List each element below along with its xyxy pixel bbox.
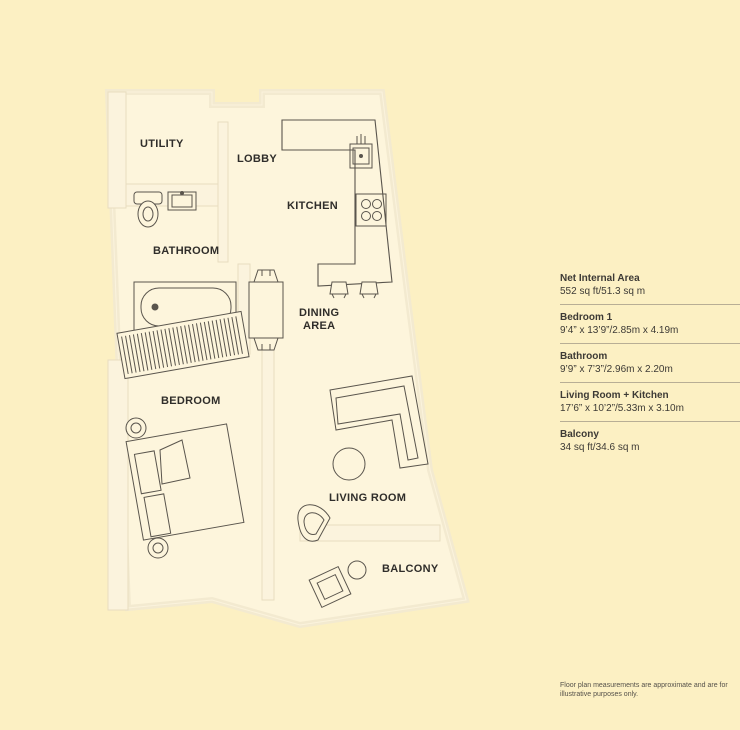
wardrobe-hanger-line [227, 317, 236, 356]
bedside-table-top [125, 417, 147, 439]
area-legend: Net Internal Area 552 sq ft/51.3 sq m Be… [560, 266, 740, 460]
kitchen-sink [349, 134, 373, 169]
room-label-bathroom: BATHROOM [153, 245, 219, 257]
wardrobe-hanger-line [231, 316, 239, 355]
wardrobe-hanger-line [156, 330, 165, 368]
legend-row-net-internal-area: Net Internal Area 552 sq ft/51.3 sq m [560, 266, 740, 305]
room-label-dining-line2: AREA [303, 320, 335, 332]
wardrobe-hanger-line [140, 332, 149, 371]
legend-row-bathroom: Bathroom 9’9” x 7’3”/2.96m x 2.20m [560, 344, 740, 383]
wardrobe-hanger-line [176, 326, 184, 365]
balcony-chair [308, 565, 352, 609]
legend-value: 552 sq ft/51.3 sq m [560, 286, 646, 297]
wardrobe-hanger-line [132, 334, 141, 372]
legend-label: Living Room + Kitchen [560, 390, 669, 401]
wardrobe-hanger-line [136, 333, 145, 372]
coffee-table [332, 447, 366, 481]
wardrobe-hanger-line [172, 327, 180, 366]
legend-value: 9’4” x 13’9”/2.85m x 4.19m [560, 325, 679, 336]
double-bed [125, 423, 245, 541]
kitchen-hob [355, 193, 387, 227]
balcony-table [347, 560, 367, 580]
wardrobe-hanger-line [121, 336, 129, 375]
bedside-table-bottom [147, 537, 169, 559]
legend-label: Bedroom 1 [560, 312, 613, 323]
bar-stools [329, 281, 379, 299]
wardrobe-hanger-line [219, 319, 228, 357]
wardrobe-hanger-line [188, 324, 196, 363]
legend-value: 17’6” x 10’2”/5.33m x 3.10m [560, 403, 684, 414]
internal-walls [107, 91, 441, 611]
wardrobe-hanger-line [144, 332, 153, 370]
wardrobe-hanger-line [148, 331, 157, 370]
wardrobe-hanger-line [235, 316, 243, 354]
wardrobe-hanger-line [168, 328, 176, 366]
room-label-kitchen: KITCHEN [287, 200, 338, 212]
wardrobe-hanger-line [152, 330, 161, 369]
room-label-living-room: LIVING ROOM [329, 492, 406, 504]
wardrobe-hanger-line [199, 322, 208, 361]
wardrobe [116, 310, 250, 380]
armchair [297, 504, 331, 542]
wardrobe-hanger-line [180, 326, 188, 364]
legend-value: 9’9” x 7’3”/2.96m x 2.20m [560, 364, 673, 375]
room-label-lobby: LOBBY [237, 153, 277, 165]
wardrobe-hanger-line [192, 323, 200, 362]
legend-label: Bathroom [560, 351, 608, 362]
legend-row-living-kitchen: Living Room + Kitchen 17’6” x 10’2”/5.33… [560, 383, 740, 422]
legend-row-bedroom: Bedroom 1 9’4” x 13’9”/2.85m x 4.19m [560, 305, 740, 344]
wardrobe-hanger-line [203, 321, 212, 360]
dining-table [248, 269, 284, 351]
room-label-dining-line1: DINING [299, 307, 339, 319]
wardrobe-hanger-line [164, 328, 173, 367]
wardrobe-hanger-line [160, 329, 169, 368]
wardrobe-hanger-line [125, 335, 133, 374]
wardrobe-hanger-line [184, 325, 192, 363]
wardrobe-hanger-line [207, 321, 216, 359]
legend-value: 34 sq ft/34.6 sq m [560, 442, 640, 453]
wardrobe-hanger-line [195, 323, 204, 361]
disclaimer-note: Floor plan measurements are approximate … [560, 682, 728, 698]
legend-label: Balcony [560, 429, 599, 440]
room-label-bedroom: BEDROOM [161, 395, 221, 407]
legend-row-balcony: Balcony 34 sq ft/34.6 sq m [560, 422, 740, 460]
room-label-balcony: BALCONY [382, 563, 439, 575]
wardrobe-hanger-line [215, 319, 224, 358]
room-label-utility: UTILITY [140, 138, 184, 150]
washbasin [167, 191, 197, 211]
wardrobe-hanger-line [211, 320, 220, 359]
wardrobe-hanger-line [223, 318, 232, 356]
legend-label: Net Internal Area [560, 273, 640, 284]
toilet [133, 191, 163, 228]
wardrobe-hanger-line [128, 335, 137, 373]
kitchen-counter [281, 119, 393, 287]
corner-sofa [329, 375, 429, 469]
